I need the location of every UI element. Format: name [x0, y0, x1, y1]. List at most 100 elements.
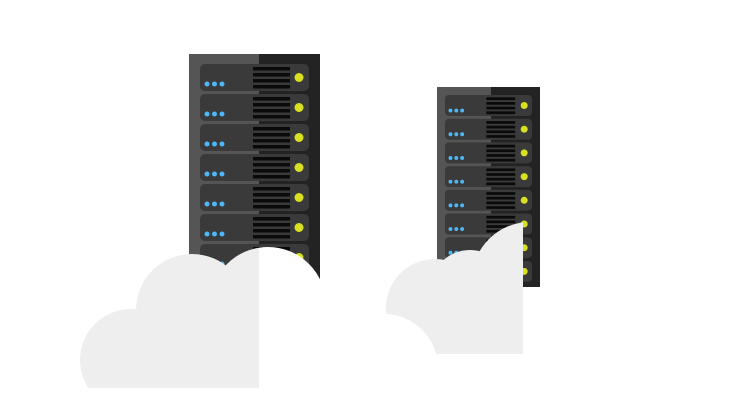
status-led-icon	[454, 132, 459, 137]
vent-slot	[253, 97, 290, 101]
vent-slot	[253, 169, 290, 173]
status-led-icon	[219, 201, 225, 207]
vent-slot	[253, 145, 290, 149]
vent-slot	[486, 206, 516, 209]
vent-slot	[486, 220, 516, 224]
vent-slot	[486, 225, 516, 228]
vent-slot	[253, 199, 290, 203]
vent-slot	[253, 157, 290, 161]
status-led-icon	[460, 155, 465, 160]
vent-slot	[486, 97, 516, 101]
status-led-icon	[219, 171, 225, 177]
vent-slot	[486, 182, 516, 186]
status-led-icon	[448, 203, 453, 208]
vent-slot	[253, 217, 290, 221]
vent-slot	[486, 196, 516, 200]
status-led-icon	[219, 111, 225, 117]
vent-slot	[253, 109, 290, 113]
status-led-icon	[460, 108, 465, 113]
vent-slot	[486, 154, 516, 157]
unit-panel	[445, 189, 532, 211]
status-led-icon	[448, 108, 453, 113]
status-led-icon	[219, 81, 225, 87]
server-unit	[200, 154, 309, 181]
vent-slot	[486, 102, 516, 105]
server-unit	[200, 184, 309, 211]
vent-slot	[253, 115, 290, 119]
vent-slot	[253, 223, 290, 227]
server-unit	[200, 94, 309, 121]
status-led-icon	[212, 201, 217, 207]
power-led-icon	[294, 103, 304, 112]
vent-slot	[486, 121, 516, 124]
status-led-icon	[219, 231, 225, 237]
status-led-icon	[204, 171, 210, 177]
cloud-base	[131, 330, 259, 388]
vent-slot	[253, 205, 290, 209]
server-unit	[445, 118, 532, 140]
status-led-icon	[448, 132, 453, 137]
status-led-icon	[454, 155, 459, 160]
power-led-icon	[294, 133, 304, 142]
vent-slot	[253, 175, 290, 179]
unit-panel	[445, 142, 532, 164]
unit-panel	[200, 124, 309, 151]
cloud-right-white-puff	[330, 314, 438, 420]
unit-panel	[200, 64, 309, 91]
vent-slot	[253, 103, 290, 107]
status-led-icon	[454, 203, 459, 208]
vent-slot	[253, 79, 290, 83]
server-unit	[445, 189, 532, 211]
status-led-icon	[448, 227, 453, 231]
vent-slot	[486, 125, 516, 129]
power-led-icon	[294, 223, 304, 232]
unit-panel	[200, 214, 309, 241]
unit-panel	[200, 184, 309, 211]
status-led-icon	[454, 108, 459, 113]
status-led-icon	[460, 227, 465, 231]
status-led-icon	[212, 171, 217, 177]
status-led-icon	[448, 155, 453, 160]
cloud-left-shaded	[80, 247, 259, 388]
vent-slot	[486, 192, 516, 195]
unit-panel	[200, 154, 309, 181]
power-led-icon	[294, 163, 304, 172]
server-unit	[445, 166, 532, 188]
vent-slot	[486, 135, 516, 138]
vent-slot	[253, 163, 290, 167]
vent-slot	[486, 168, 516, 172]
vent-slot	[253, 133, 290, 137]
power-led-icon	[520, 196, 528, 204]
status-led-icon	[204, 111, 210, 117]
vent-slot	[253, 139, 290, 143]
status-led-icon	[204, 231, 210, 237]
cloud-base	[435, 300, 523, 354]
status-led-icon	[460, 132, 465, 137]
power-led-icon	[520, 173, 528, 181]
power-led-icon	[520, 101, 528, 110]
power-led-icon	[294, 193, 304, 202]
status-led-icon	[212, 111, 217, 117]
status-led-icon	[460, 179, 465, 184]
status-led-icon	[460, 203, 465, 208]
unit-panel	[445, 95, 532, 116]
status-led-icon	[204, 141, 210, 147]
status-led-icon	[454, 179, 459, 184]
vent-slot	[486, 130, 516, 134]
cloud-right-shaded	[386, 222, 523, 354]
vent-slot	[486, 111, 516, 115]
server-unit	[445, 95, 532, 116]
power-led-icon	[294, 73, 304, 82]
status-led-icon	[212, 81, 217, 87]
status-led-icon	[204, 201, 210, 207]
vent-slot	[486, 158, 516, 162]
vent-slot	[486, 144, 516, 148]
server-unit	[200, 64, 309, 91]
status-led-icon	[448, 179, 453, 184]
vent-slot	[253, 193, 290, 197]
unit-panel	[445, 166, 532, 188]
vent-slot	[253, 127, 290, 131]
vent-slot	[486, 215, 516, 219]
vent-slot	[253, 85, 290, 89]
